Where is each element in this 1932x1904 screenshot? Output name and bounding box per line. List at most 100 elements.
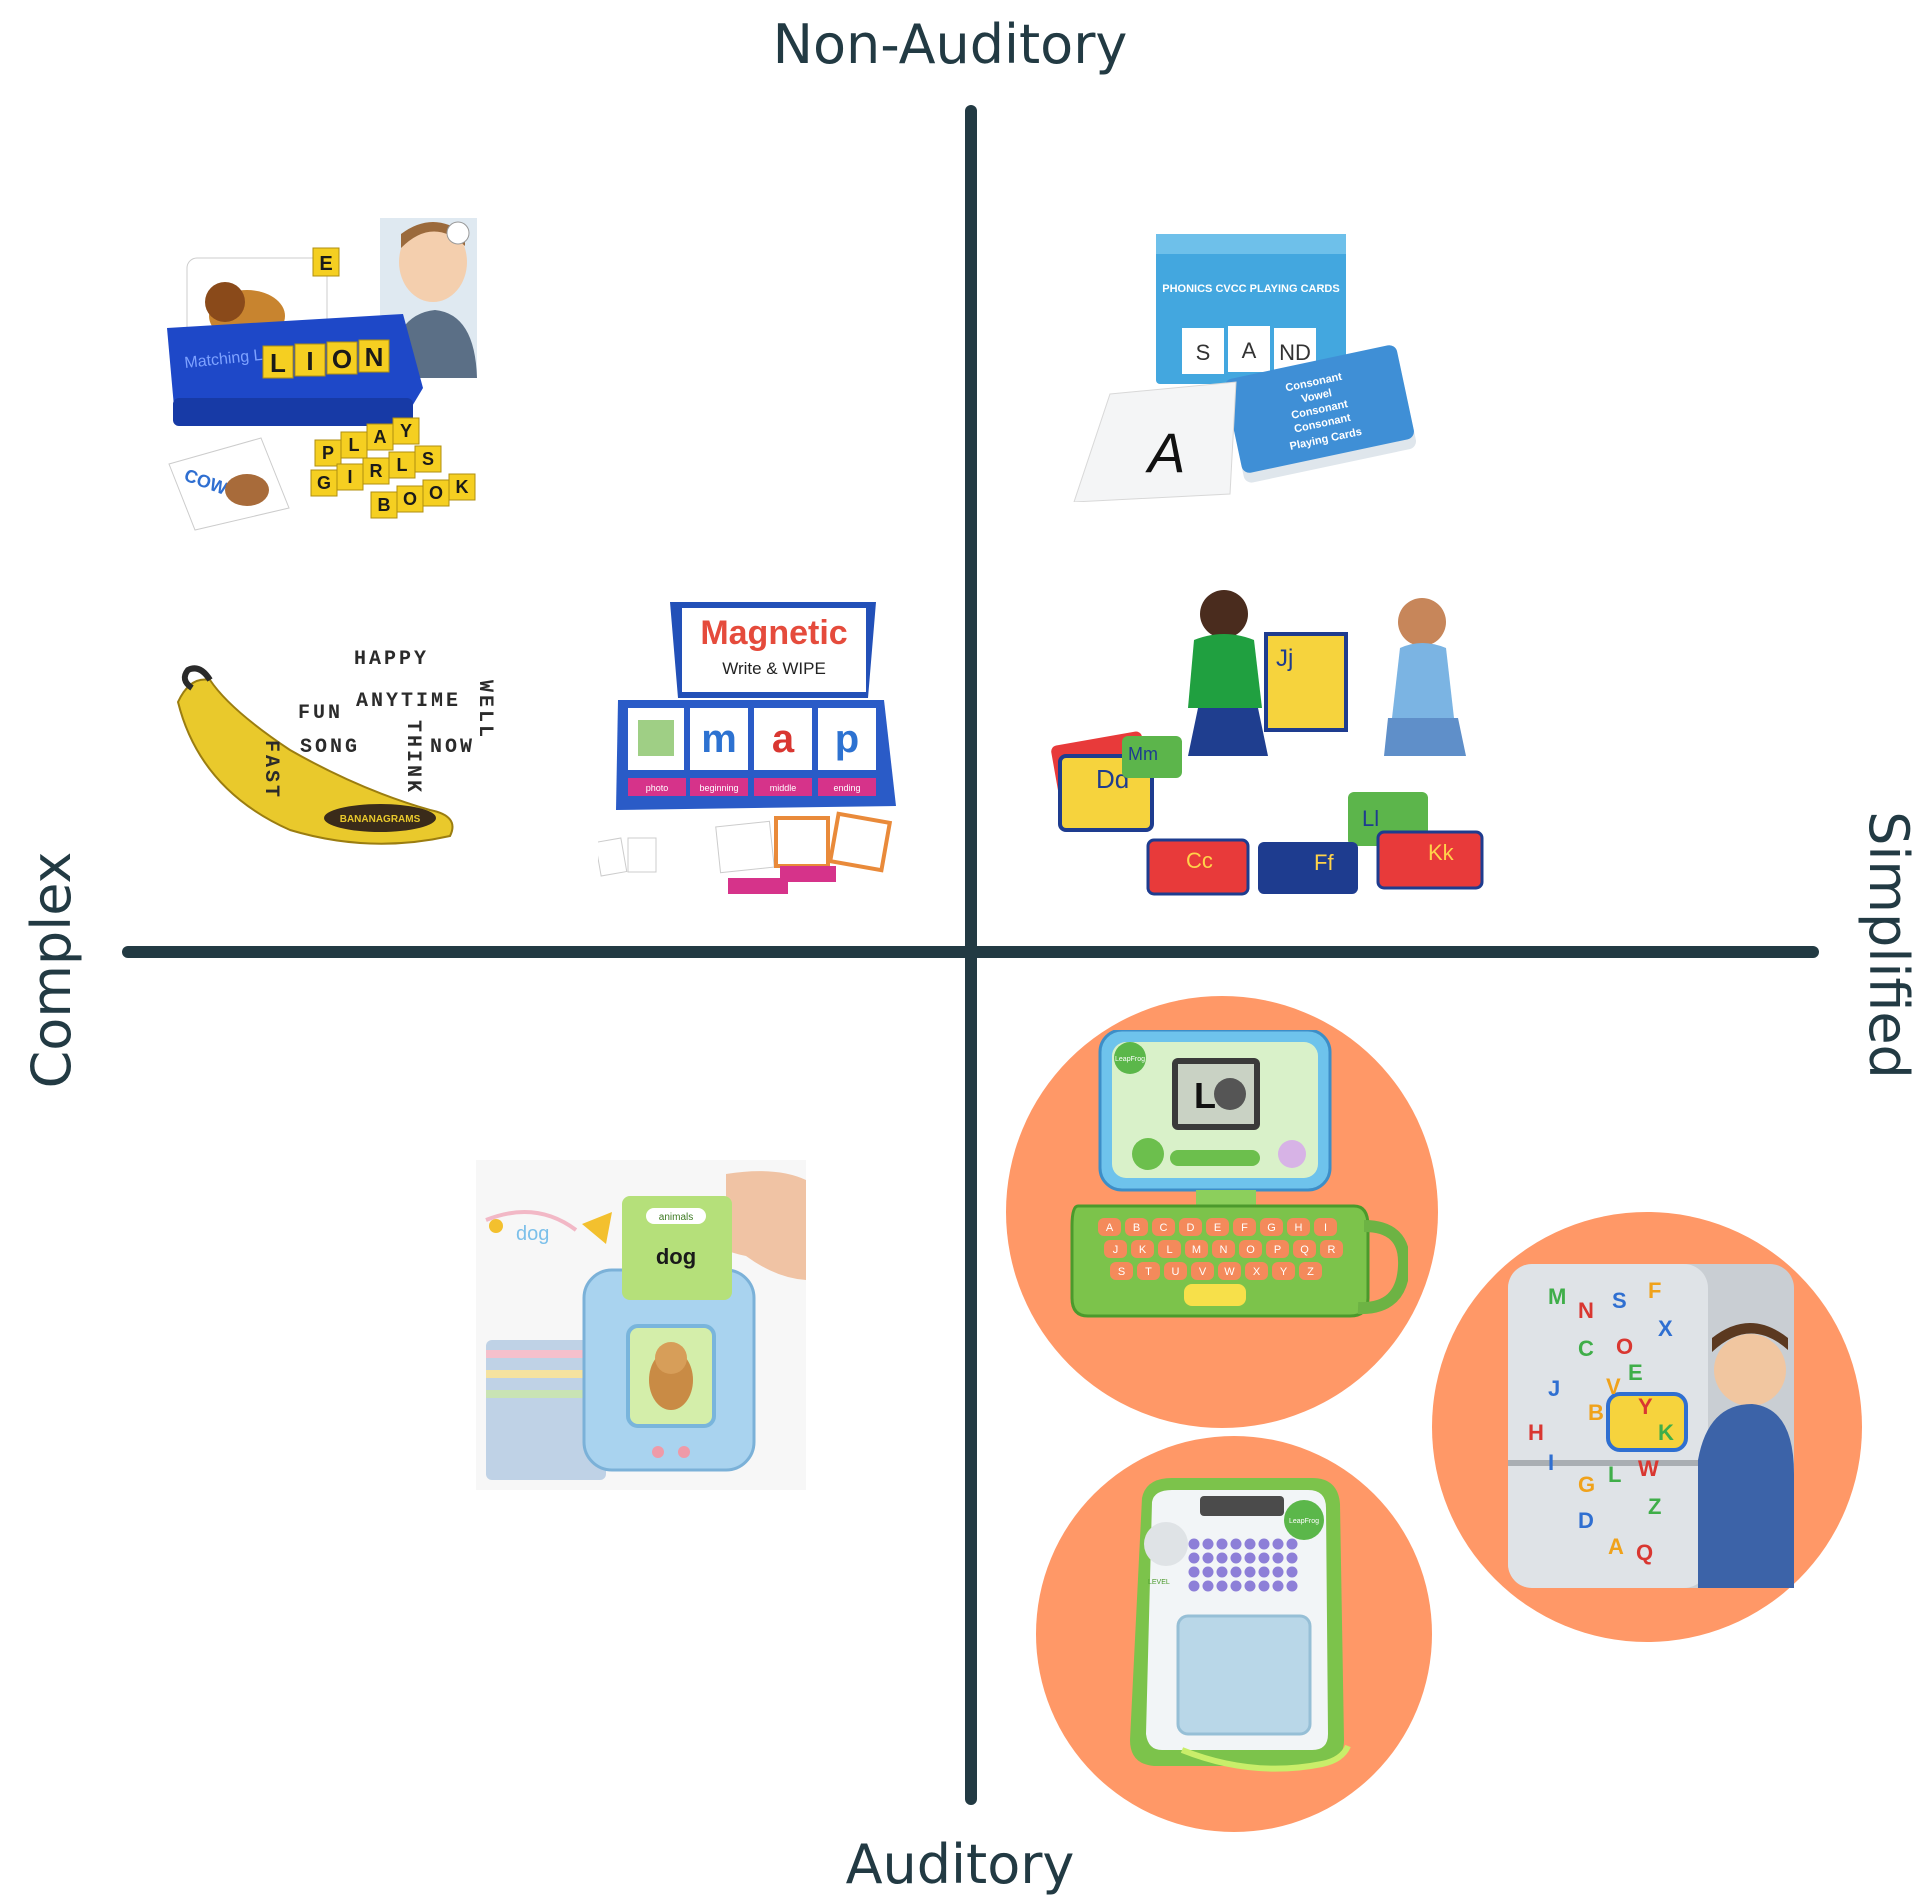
chart-label-middle: middle	[770, 783, 797, 793]
laptop-key	[1152, 1218, 1175, 1236]
fridge-letter-magnet: D	[1578, 1508, 1594, 1533]
word-song: SONG	[300, 736, 360, 759]
tile-o3: O	[429, 483, 443, 503]
leapfrog-tablet-image: LeapFrog LEVEL	[1130, 1478, 1351, 1772]
laptop-key	[1185, 1240, 1208, 1258]
laptop-key-label: Y	[1280, 1266, 1288, 1278]
tablet-key	[1202, 1566, 1214, 1578]
tablet-key	[1272, 1566, 1284, 1578]
alphabet-carpet-squares-image: Jj Dd Mm Ll Cc Ff Kk	[1051, 590, 1484, 896]
laptop-key	[1206, 1218, 1229, 1236]
word-happy: HAPPY	[354, 648, 429, 671]
laptop-key	[1164, 1262, 1187, 1280]
laptop-key	[1266, 1240, 1289, 1258]
tile-i: I	[306, 346, 313, 376]
laptop-key-label: T	[1145, 1266, 1152, 1278]
chart-letter-a: a	[772, 717, 795, 761]
tablet-key	[1216, 1566, 1228, 1578]
music-bubble-word: dog	[516, 1223, 549, 1245]
fridge-letter-magnet: O	[1616, 1334, 1633, 1359]
tile-held: E	[319, 253, 332, 275]
carpet-tile-kk: Kk	[1428, 840, 1455, 865]
laptop-key-label: P	[1274, 1244, 1281, 1256]
tablet-key	[1188, 1538, 1200, 1550]
laptop-key	[1239, 1240, 1262, 1258]
laptop-key-label: J	[1113, 1244, 1119, 1256]
laptop-key-label: V	[1199, 1266, 1207, 1278]
laptop-key-label: D	[1187, 1222, 1195, 1234]
fridge-letter-magnet: S	[1612, 1288, 1627, 1313]
tablet-key	[1258, 1552, 1270, 1564]
tablet-key	[1258, 1566, 1270, 1578]
laptop-key	[1272, 1262, 1295, 1280]
axis-label-left: Complex	[20, 851, 83, 1089]
chart-label-ending: ending	[833, 783, 860, 793]
carpet-tile-mm: Mm	[1128, 744, 1158, 764]
tablet-key	[1244, 1538, 1256, 1550]
fridge-letter-magnet: G	[1578, 1472, 1595, 1497]
tablet-key	[1216, 1580, 1228, 1592]
laptop-key	[1218, 1262, 1241, 1280]
fridge-letter-magnet: H	[1528, 1420, 1544, 1445]
tile-o2: O	[403, 489, 417, 509]
carpet-tile-ff: Ff	[1314, 850, 1334, 875]
fridge-letter-magnet: J	[1548, 1376, 1560, 1401]
laptop-key-label: B	[1133, 1222, 1140, 1234]
phonics-cards-image: PHONICS CVCC PLAYING CARDS S A ND Conson…	[1073, 234, 1417, 502]
laptop-key	[1104, 1240, 1127, 1258]
tablet-key	[1230, 1580, 1242, 1592]
axis-label-top: Non-Auditory	[772, 13, 1128, 76]
tablet-key	[1216, 1538, 1228, 1550]
word-think: THINK	[401, 720, 424, 795]
box-tile-a: A	[1242, 338, 1257, 363]
fridge-letter-magnet: Y	[1638, 1394, 1653, 1419]
horizontal-axis	[122, 946, 1819, 958]
axis-label-bottom: Auditory	[845, 1833, 1075, 1896]
tablet-key	[1286, 1538, 1298, 1550]
tablet-key	[1286, 1552, 1298, 1564]
laptop-key	[1191, 1262, 1214, 1280]
tablet-key	[1272, 1580, 1284, 1592]
fridge-letter-magnet: B	[1588, 1400, 1604, 1425]
tile-i2: I	[347, 467, 352, 487]
laptop-key	[1260, 1218, 1283, 1236]
tablet-key	[1188, 1580, 1200, 1592]
tile-b: B	[378, 495, 391, 515]
chart-letter-m: m	[701, 717, 737, 761]
chart-title-magnetic: Magnetic	[700, 614, 847, 652]
tablet-key	[1216, 1552, 1228, 1564]
laptop-key-label: C	[1160, 1222, 1168, 1234]
laptop-key	[1233, 1218, 1256, 1236]
carpet-tile-ll: Ll	[1362, 806, 1379, 831]
fridge-letter-magnet: A	[1608, 1534, 1624, 1559]
tablet-brand: LeapFrog	[1289, 1518, 1319, 1525]
laptop-key-label: Q	[1300, 1244, 1309, 1256]
laptop-key-label: R	[1328, 1244, 1336, 1256]
tablet-key	[1258, 1580, 1270, 1592]
chart-label-photo: photo	[646, 783, 669, 793]
tile-l2: L	[349, 435, 360, 455]
laptop-key	[1299, 1262, 1322, 1280]
tablet-level-label: LEVEL	[1148, 1579, 1170, 1586]
tablet-key	[1244, 1552, 1256, 1564]
word-fast: FAST	[259, 740, 282, 800]
matching-letter-game-image: Matching Letter L I O N E COW P L A Y G …	[167, 218, 477, 531]
tile-p: P	[322, 443, 334, 463]
word-now: NOW	[430, 736, 475, 759]
laptop-key-label: E	[1214, 1222, 1221, 1234]
tablet-key	[1202, 1552, 1214, 1564]
tablet-keypad	[1188, 1538, 1298, 1592]
axis-label-right: Simplified	[1857, 811, 1920, 1079]
tile-s: S	[422, 449, 434, 469]
laptop-key	[1137, 1262, 1160, 1280]
fridge-letter-magnet: L	[1608, 1462, 1621, 1487]
laptop-key	[1245, 1262, 1268, 1280]
laptop-key-label: M	[1192, 1244, 1201, 1256]
tile-k: K	[456, 477, 469, 497]
tile-n: N	[365, 342, 384, 372]
tablet-key	[1272, 1552, 1284, 1564]
fridge-letter-magnet: N	[1578, 1298, 1594, 1323]
card-letter-a: A	[1145, 421, 1185, 484]
